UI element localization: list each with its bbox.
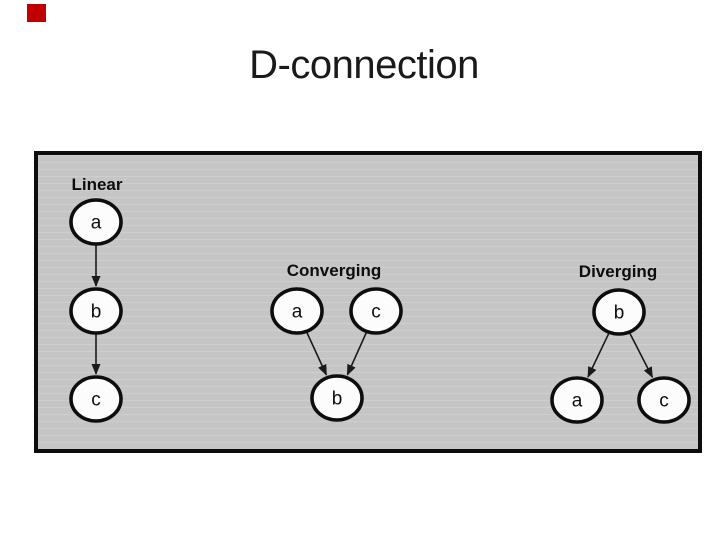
- red-square-marker: [27, 4, 46, 22]
- node-label-converging-c: c: [371, 302, 381, 323]
- node-label-diverging-c: c: [659, 391, 669, 412]
- group-label-linear: Linear: [71, 175, 122, 194]
- node-label-converging-b: b: [332, 389, 343, 410]
- edge-converging-c-to-b: [346, 332, 368, 376]
- node-linear-a: [69, 198, 123, 246]
- group-label-diverging: Diverging: [579, 262, 657, 281]
- group-label-converging: Converging: [287, 261, 381, 280]
- edge-diverging-b-to-c: [629, 332, 654, 379]
- nodes-layer: a b c a c b b a c: [69, 198, 691, 424]
- node-label-linear-a: a: [91, 213, 102, 234]
- node-label-converging-a: a: [292, 302, 303, 323]
- node-label-diverging-a: a: [572, 391, 583, 412]
- node-diverging-b: [592, 288, 646, 336]
- edge-converging-a-to-b: [306, 331, 328, 376]
- node-label-linear-c: c: [91, 390, 101, 411]
- node-converging-b: [310, 374, 364, 422]
- node-diverging-c: [637, 376, 691, 424]
- edges-layer: [91, 245, 654, 379]
- node-linear-c: [69, 375, 123, 423]
- node-diverging-a: [550, 376, 604, 424]
- node-converging-c: [349, 287, 403, 335]
- node-linear-b: [69, 287, 123, 335]
- node-label-diverging-b: b: [614, 303, 625, 324]
- edge-diverging-b-to-a: [587, 332, 610, 378]
- node-label-linear-b: b: [91, 302, 102, 323]
- node-converging-a: [270, 287, 324, 335]
- page-title: D-connection: [249, 43, 479, 87]
